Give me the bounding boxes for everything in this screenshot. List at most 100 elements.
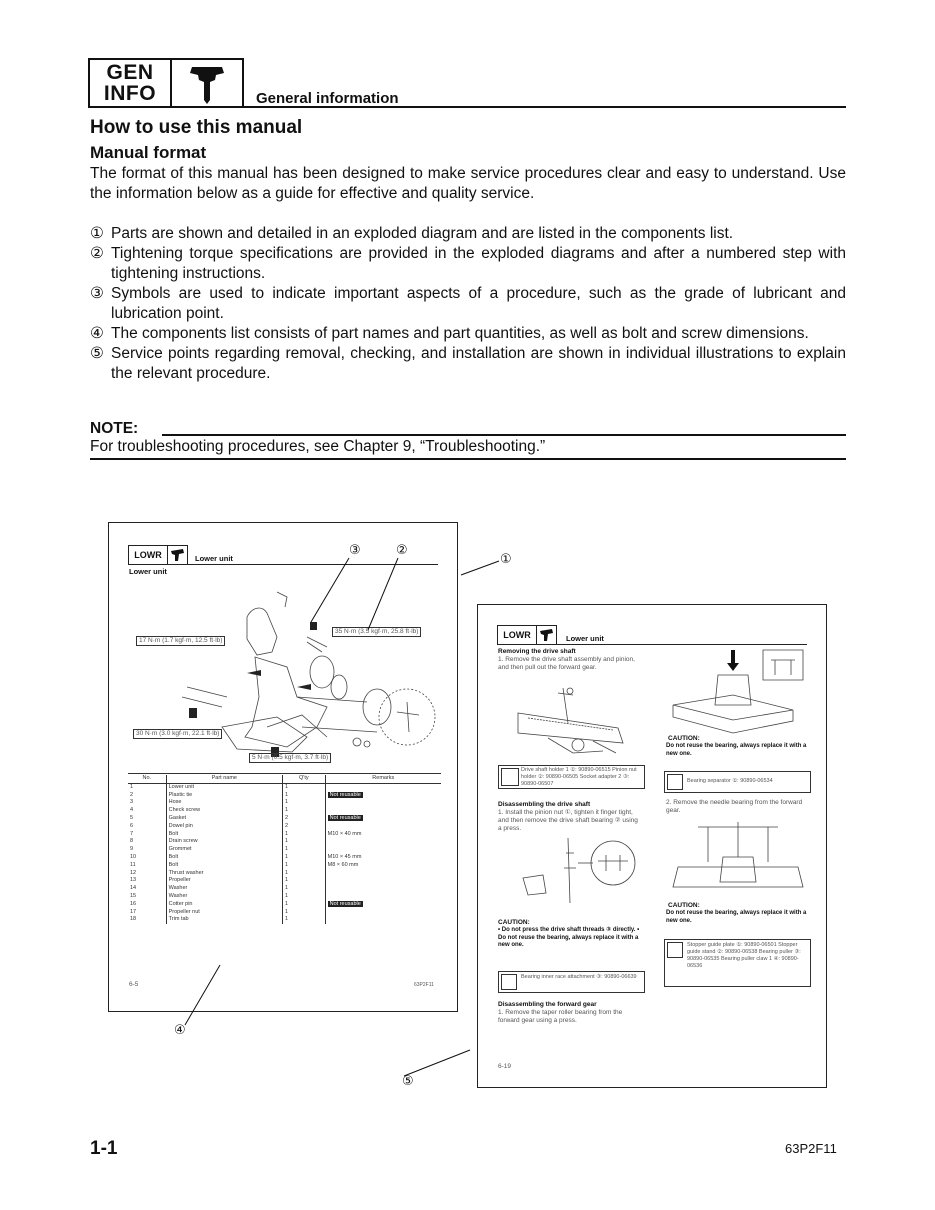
torque-spec-mid: 30 N·m (3.0 kgf·m, 22.1 ft·lb) [133,729,223,739]
cell-remarks: Not reusable [324,814,441,823]
col-remarks: Remarks [324,775,441,784]
cell-no: 9 [130,846,134,853]
special-tool-icon [667,774,683,790]
page-heading: How to use this manual [90,117,303,138]
list-item: ② Tightening torque specifications are pr… [90,244,846,284]
torque-spec-left: 17 N·m (1.7 kgf·m, 12.5 ft·lb) [136,636,226,646]
mini-page-code: 63P2F11 [414,982,434,988]
cell-part-name: Trim tab [165,916,283,925]
cell-qty: 1 [281,853,326,862]
step-text-disassembling-shaft: 1. Install the pinion nut ①, tighten it … [498,809,638,832]
list-text: Parts are shown and detailed in an explo… [111,225,734,242]
cell-no: 7 [130,830,134,837]
cell-part-name: Cotter pin [165,900,283,909]
cell-remarks [324,892,441,901]
caution-title-1: CAUTION: [498,919,530,926]
cell-part-name: Thrust washer [165,869,283,878]
col-no: No. [128,775,167,784]
cell-remarks: Not reusable [324,791,441,800]
step-text-disassembling-gear: 1. Remove the taper roller bearing from … [498,1009,623,1024]
mini-header: LOWR [497,625,557,645]
cell-qty: 1 [281,908,326,917]
header-rule [244,106,846,108]
caution-text-1: • Do not press the drive shaft threads ③… [498,927,640,948]
drive-shaft-illustration [517,687,624,754]
special-tool-icon [501,974,517,990]
mini-chapter: LOWR [129,546,168,564]
cell-part-name: Hose [165,799,283,808]
cell-remarks [324,807,441,815]
cell-qty: 1 [281,885,326,893]
callout-2: ② [396,542,408,557]
callout-4: ④ [174,1022,186,1037]
cell-qty: 1 [281,830,326,839]
not-reusable-badge: Not reusable [327,900,363,907]
cell-no: 2 [130,791,134,798]
diagram-rule [128,773,441,774]
cell-no: 12 [130,869,137,876]
note-label: NOTE: [90,420,139,437]
sample-page-procedure: LOWR Lower unit Removing the drive shaft… [477,604,827,1088]
cell-remarks [324,869,441,878]
cell-remarks [324,799,441,808]
cell-qty: 1 [281,783,326,792]
callout-1: ① [500,551,512,566]
cell-remarks: M10 × 45 mm [324,853,441,862]
cell-part-name: Check screw [165,807,283,815]
mini-section-title: Lower unit [195,554,233,563]
cell-remarks: M8 × 60 mm [324,861,441,870]
cell-no: 6 [130,822,134,829]
table-header-row: No. Part name Q'ty Remarks [128,775,441,784]
caution-text-3: Do not reuse the bearing, always replace… [666,910,807,924]
cell-qty: 1 [281,807,326,815]
tool-box-4: Stopper guide plate ①: 90890-06501 Stopp… [664,939,811,987]
chapter-tab: GEN INFO [88,58,244,108]
step-text-needle-bearing: 2. Remove the needle bearing from the fo… [666,799,803,814]
cell-no: 5 [130,814,134,821]
caution-title-3: CAUTION: [668,902,700,909]
list-number: ② [90,245,104,262]
sample-page-exploded: LOWR Lower unit Lower unit [108,522,458,1012]
list-text: Symbols are used to indicate important a… [111,285,846,322]
cell-no: 18 [130,916,137,923]
caution-text-2: Do not reuse the bearing, always replace… [666,743,807,757]
cell-qty: 1 [281,846,326,854]
cell-part-name: Propeller [165,877,283,886]
torque-spec-bottom: 5 N·m (0.5 kgf·m, 3.7 ft·lb) [249,753,332,763]
cell-qty: 1 [281,791,326,800]
mini-section-title: Lower unit [566,634,604,643]
note-rule-top [162,434,846,436]
page-subheading: Manual format [90,143,207,162]
cell-no: 10 [130,853,137,860]
cell-no: 4 [130,807,134,814]
list-text: Tightening torque specifications are pro… [111,245,846,282]
mini-rule [188,564,438,565]
note-rule-bottom [90,458,846,460]
cell-remarks [324,838,441,847]
page-number: 1-1 [90,1138,118,1159]
cell-no: 15 [130,892,137,899]
exploded-diagram [181,591,436,757]
cell-part-name: Lower unit [165,783,283,792]
cell-part-name: Washer [165,892,283,901]
cell-part-name: Bolt [165,830,283,839]
cell-part-name: Plastic tie [165,791,283,800]
cell-no: 8 [130,838,134,845]
cell-qty: 1 [281,916,326,925]
mini-header: LOWR [128,545,188,565]
cell-qty: 1 [281,869,326,878]
cell-no: 3 [130,799,134,806]
tool-list-1: Drive shaft holder 1 ①: 90890-06515 Pini… [521,767,637,787]
